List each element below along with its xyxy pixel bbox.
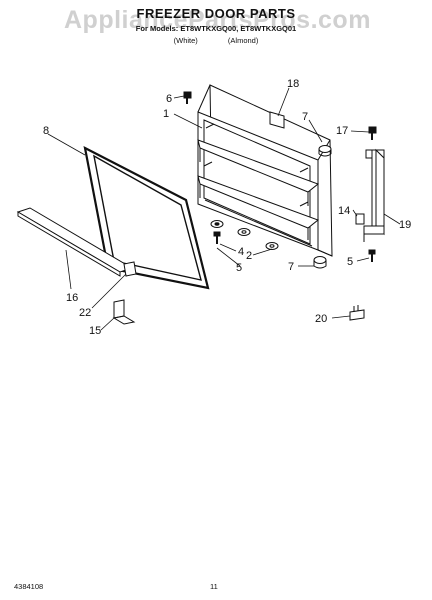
model-numbers: For Models: ET8WTKXGQ00, ET8WTKXGQ01 xyxy=(135,24,297,33)
door-stop-bottom xyxy=(313,256,327,269)
callout-19: 19 xyxy=(399,219,411,231)
bracket-clip xyxy=(269,111,285,129)
color-variants: (White) (Almond) xyxy=(0,36,432,45)
color-white: (White) xyxy=(173,36,198,45)
page-number: 11 xyxy=(210,582,218,591)
door-stop-top xyxy=(318,145,332,157)
callout-4: 4 xyxy=(238,246,244,258)
callout-20: 20 xyxy=(315,313,327,325)
callout-16: 17 xyxy=(336,125,348,137)
callout-1: 1 xyxy=(163,108,169,120)
mounting-bracket xyxy=(112,299,136,325)
color-almond: (Almond) xyxy=(227,36,259,45)
callout-7-bottom: 7 xyxy=(288,261,294,273)
handle-clip xyxy=(355,213,365,225)
callout-2: 2 xyxy=(246,250,252,262)
hinge-screw-top xyxy=(183,91,192,104)
handle-screw-bottom xyxy=(368,249,376,262)
door-gasket xyxy=(83,145,210,290)
watermark: AppliancePartsPros.com xyxy=(64,6,371,34)
document-code: 4384108 xyxy=(14,582,44,591)
hinge-cap xyxy=(349,305,365,321)
callout-22: 22 xyxy=(79,307,91,319)
trim-end-cap xyxy=(123,261,137,277)
callout-18: 18 xyxy=(287,78,299,90)
callout-5-left: 5 xyxy=(236,262,242,274)
handle-screw-top xyxy=(368,126,377,140)
washers xyxy=(237,228,279,250)
diagram-title: FREEZER DOOR PARTS xyxy=(136,6,296,21)
hinge-screw-bottom xyxy=(213,231,221,244)
callout-labels: 8 1 6 18 7 17 14 19 4 5 2 7 5 16 22 15 2… xyxy=(43,78,411,337)
callout-14: 14 xyxy=(338,205,350,217)
leader-lines xyxy=(47,87,401,331)
callout-15: 15 xyxy=(89,325,101,337)
callout-17: 16 xyxy=(66,292,78,304)
callout-8: 8 xyxy=(43,125,49,137)
trim-strip xyxy=(16,207,134,277)
callout-5-right: 5 xyxy=(347,256,353,268)
door-handle xyxy=(363,148,385,242)
hinge-bushing xyxy=(210,220,224,228)
callout-6: 6 xyxy=(166,93,172,105)
callout-7-top: 7 xyxy=(302,111,308,123)
door-panel xyxy=(197,84,333,257)
